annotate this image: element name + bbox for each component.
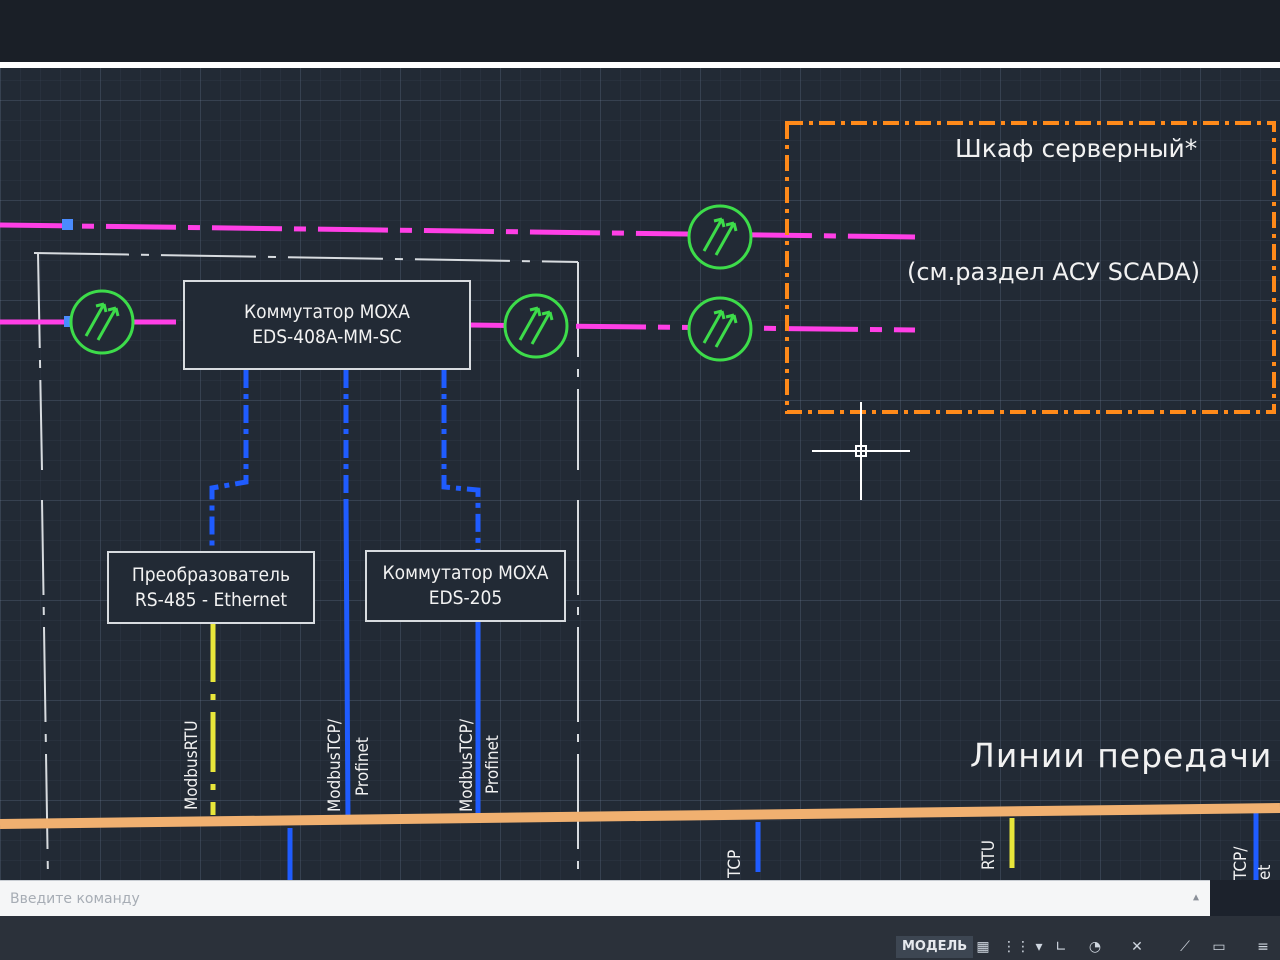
server-cabinet-note: (см.раздел АСУ SCADA) <box>907 258 1201 286</box>
dropdown-icon[interactable]: ▾ <box>1035 939 1043 955</box>
converter-line1: Преобразователь <box>131 563 291 586</box>
eth-modbus-tcp-lower <box>343 499 351 823</box>
command-line-bar: ▲ <box>0 880 1210 917</box>
command-scroll-up-icon[interactable]: ▲ <box>1192 892 1200 903</box>
command-input[interactable] <box>8 890 1162 908</box>
rs485-lines <box>210 622 1015 868</box>
status-bar: МОДЕЛЬ ▦ ⋮⋮ ▾ ∟ ◔ ✕ ⟋ ▭ ≡ <box>0 916 1280 960</box>
label-bottom-rtu: RTU <box>979 840 999 870</box>
label-bottom-tcp2: TCP/ <box>1231 846 1251 880</box>
label-profinet-1: Profinet <box>353 737 373 796</box>
schematic-canvas <box>0 121 1280 880</box>
moxa-switch-eds205[interactable]: Коммутатор MOXA EDS-205 <box>365 550 566 622</box>
enclosure-top-edge <box>33 252 579 263</box>
snap-icon[interactable]: ⋮⋮ <box>1002 939 1030 955</box>
enclosure-left-edge-lower <box>41 499 49 880</box>
label-modbus-tcp-1: ModbusTCP/ <box>325 718 345 812</box>
label-profinet-2: Profinet <box>483 735 503 794</box>
label-modbus-rtu: ModbusRTU <box>182 720 202 810</box>
fiber-symbol-1 <box>69 289 135 355</box>
eth-to-moxa205 <box>441 370 481 552</box>
server-cabinet-title: Шкаф серверный* <box>955 134 1198 163</box>
annotate-icon[interactable]: ⟋ <box>1180 939 1190 955</box>
converter-rs485-ethernet[interactable]: Преобразователь RS-485 - Ethernet <box>107 551 315 624</box>
ethernet-lines <box>209 370 1259 880</box>
fiber-symbol-2 <box>503 293 569 359</box>
moxa-main-line2: EDS-408A-MM-SC <box>252 326 402 348</box>
osnap-icon[interactable]: ✕ <box>1131 939 1143 955</box>
drawing-top-band <box>0 0 1280 62</box>
enclosure-left-edge <box>37 252 43 471</box>
enclosure-frame <box>33 252 579 880</box>
label-bottom-tcp: TCP <box>725 849 745 878</box>
moxa205-line1: Коммутатор MOXA <box>382 562 549 584</box>
fiber-symbol-3 <box>687 204 753 270</box>
moxa205-line2: EDS-205 <box>428 587 503 609</box>
moxa-switch-main[interactable]: Коммутатор MOXA EDS-408A-MM-SC <box>183 280 471 370</box>
converter-line2: RS-485 - Ethernet <box>134 588 288 611</box>
grid-icon[interactable]: ▦ <box>976 939 990 955</box>
label-bottom-et: et <box>1255 864 1275 880</box>
workspace-icon[interactable]: ▭ <box>1212 939 1226 955</box>
eth-to-converter <box>209 370 249 552</box>
section-title-transmission-lines: Линии передачи д <box>970 736 1280 775</box>
ortho-icon[interactable]: ∟ <box>1055 939 1067 955</box>
polar-icon[interactable]: ◔ <box>1088 939 1102 955</box>
drawing-frame-line <box>0 62 1280 68</box>
moxa-main-line1: Коммутатор MOXA <box>244 301 410 323</box>
menu-icon[interactable]: ≡ <box>1257 939 1269 955</box>
fiber-symbol-4 <box>687 296 753 362</box>
fiber-line-upper <box>0 222 916 240</box>
label-modbus-tcp-2: ModbusTCP/ <box>457 718 477 812</box>
fiber-node-lower <box>64 316 75 327</box>
crosshair-cursor <box>812 402 910 500</box>
transmission-bus <box>0 803 1280 829</box>
model-tab[interactable]: МОДЕЛЬ <box>896 936 974 958</box>
server-cabinet-border <box>785 121 1276 414</box>
drawing-viewport[interactable]: Шкаф серверный* (см.раздел АСУ SCADA) Ко… <box>0 0 1280 880</box>
fiber-node-upper <box>62 219 73 230</box>
